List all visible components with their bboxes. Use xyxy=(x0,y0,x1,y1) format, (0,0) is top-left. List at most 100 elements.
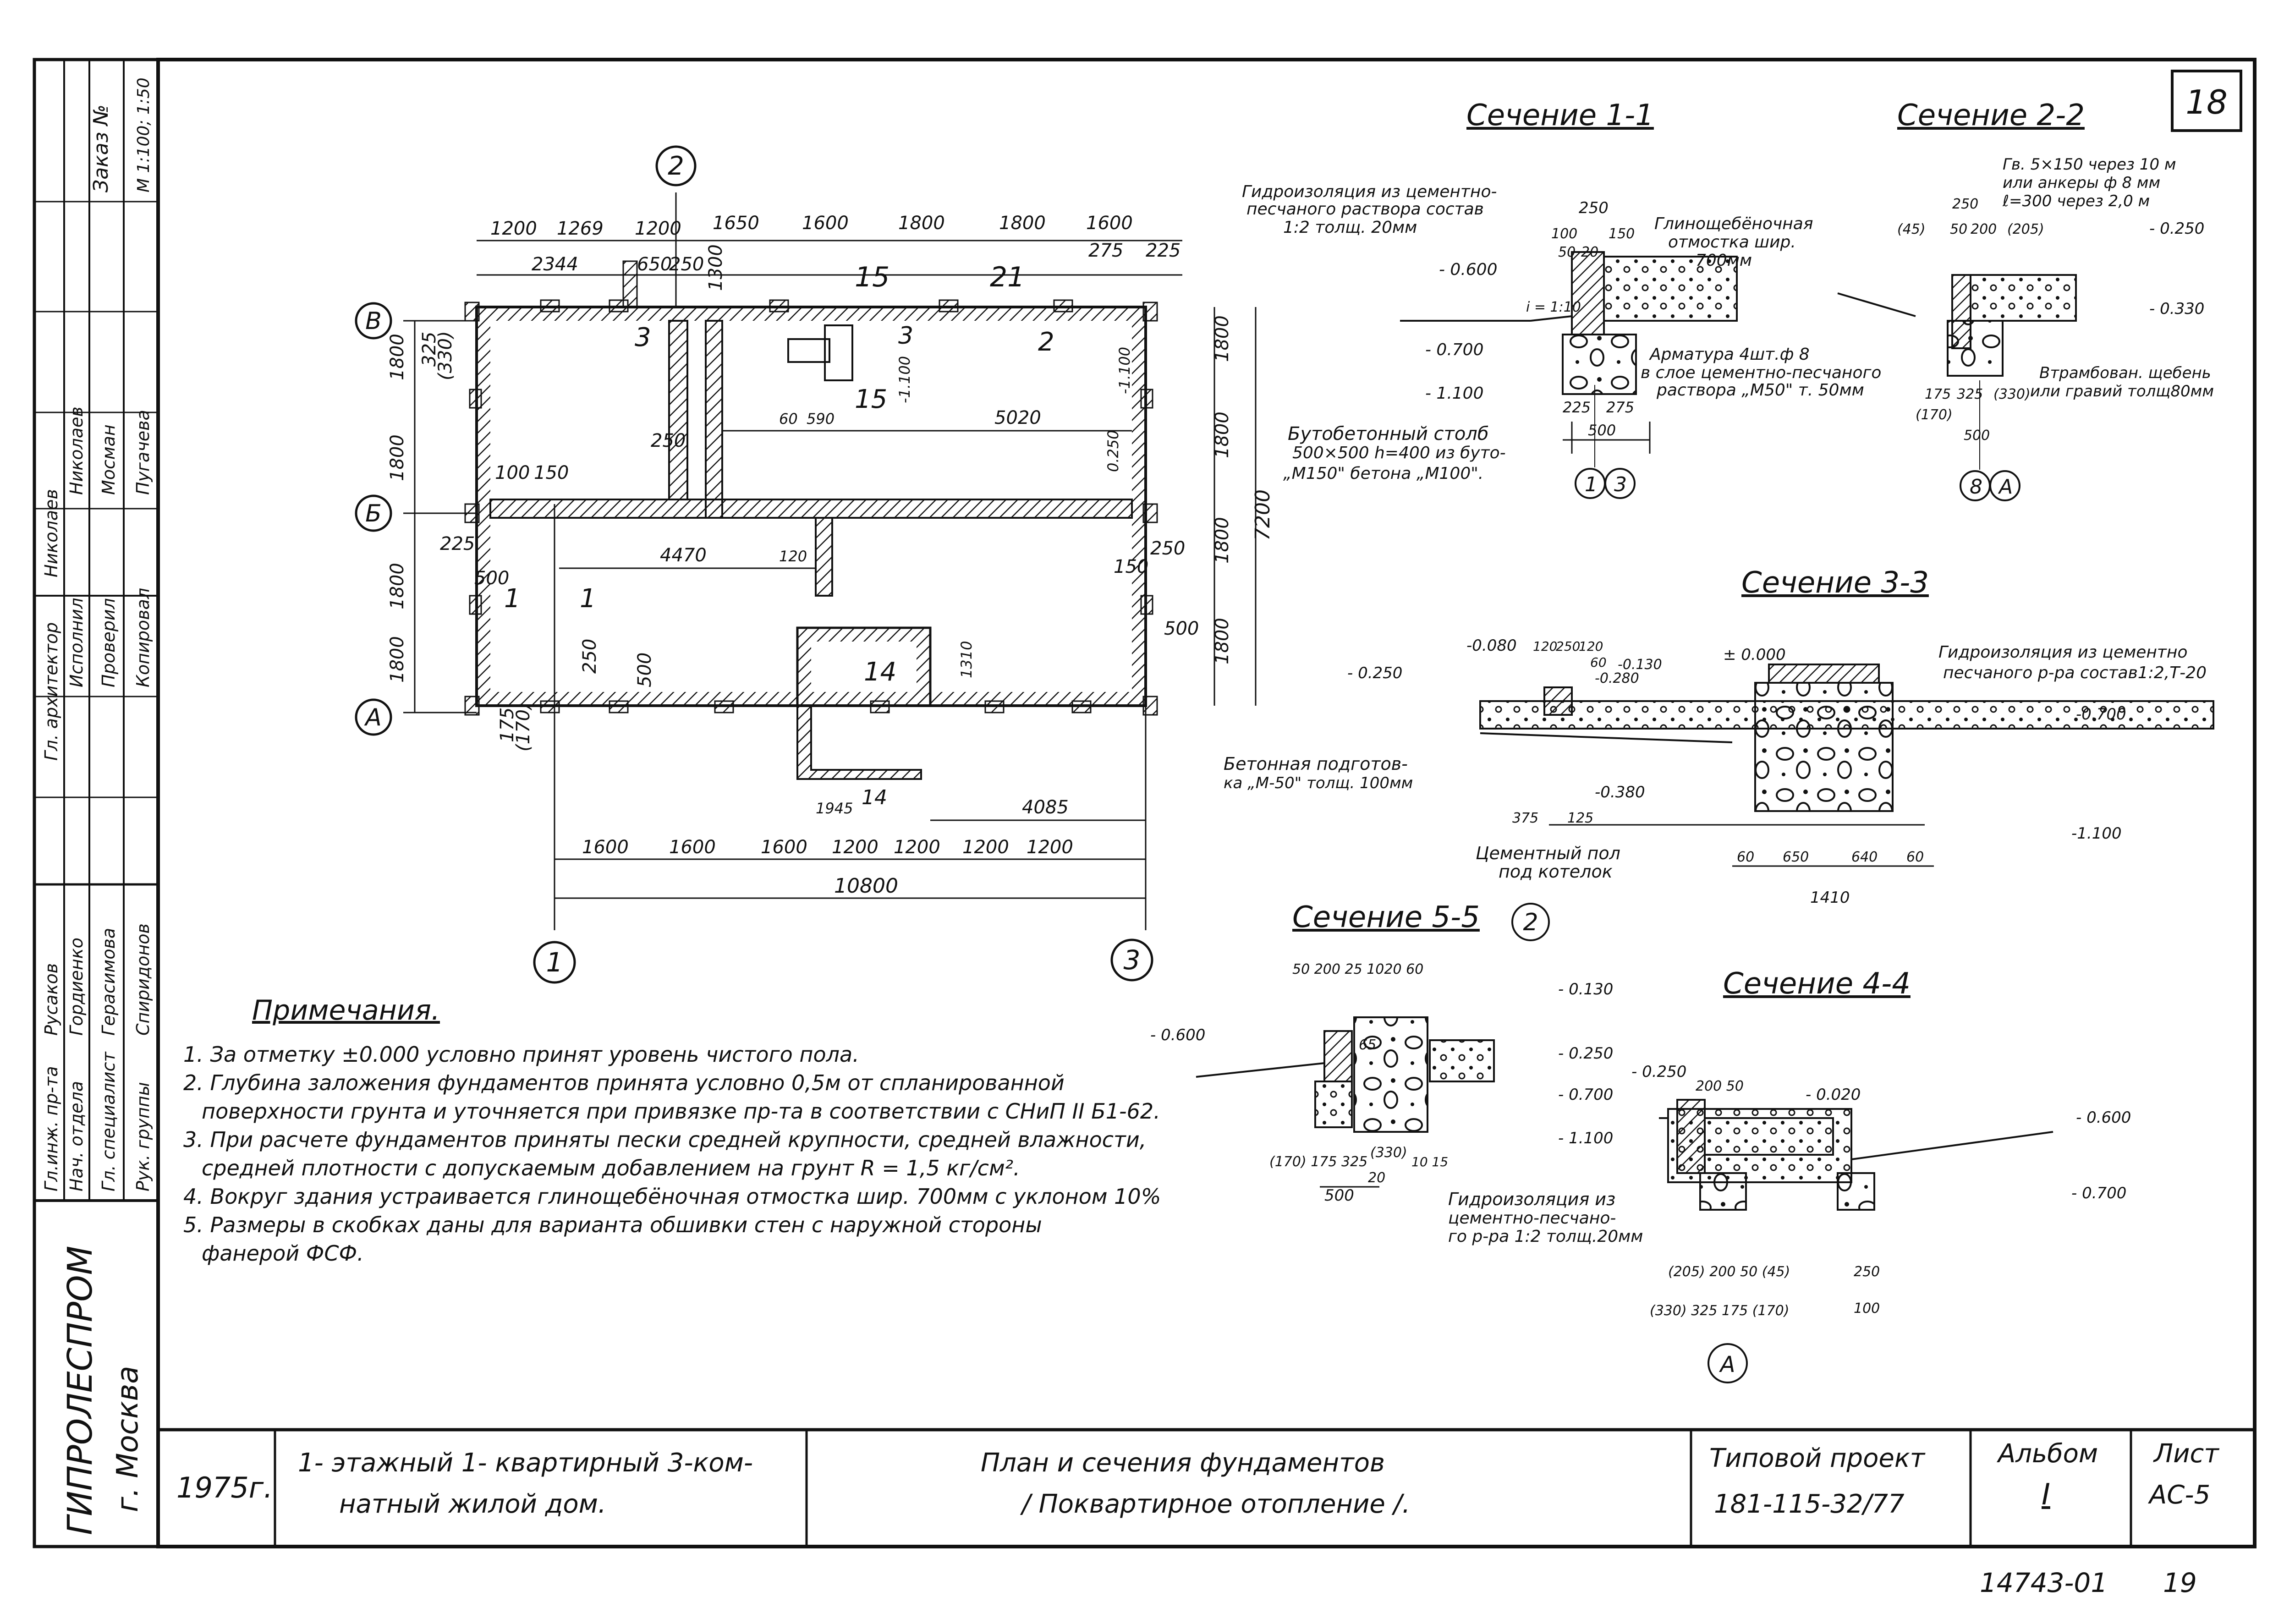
svg-text:275: 275 xyxy=(1088,240,1123,261)
svg-text:640: 640 xyxy=(1851,849,1878,865)
svg-text:Гл. специалист: Гл. специалист xyxy=(99,1051,119,1191)
svg-text:Арматура 4шт.ф 8: Арматура 4шт.ф 8 xyxy=(1649,345,1810,364)
svg-text:Проверил: Проверил xyxy=(99,598,119,687)
svg-text:(330): (330) xyxy=(1993,386,2031,402)
title-block-album-label: Альбом xyxy=(1998,1439,2098,1469)
svg-text:125: 125 xyxy=(1567,810,1593,826)
svg-text:1800: 1800 xyxy=(387,636,408,683)
svg-text:120: 120 xyxy=(1533,639,1557,654)
svg-text:2: 2 xyxy=(1038,327,1054,357)
title-block-year: 1975г. xyxy=(176,1471,273,1504)
svg-text:- 0.700: - 0.700 xyxy=(1425,340,1484,359)
svg-text:-0.080: -0.080 xyxy=(1466,636,1517,655)
section-3-3-labels: -0.080 - 0.250 -0.130 ± 0.000 -0.280 -0.… xyxy=(1224,636,2207,907)
svg-text:песчаного р-ра состав1:2,Т-20: песчаного р-ра состав1:2,Т-20 xyxy=(1943,664,2207,682)
note-item: 4. Вокруг здания устраивается глинощебён… xyxy=(183,1184,1161,1209)
section-4-4-labels: - 0.250 - 0.020 - 0.600 - 0.700 200 50 (… xyxy=(1631,1063,2131,1377)
svg-text:500: 500 xyxy=(1324,1186,1354,1205)
svg-text:(170): (170) xyxy=(513,702,534,752)
svg-text:Гл. архитектор: Гл. архитектор xyxy=(41,622,61,761)
svg-text:1310: 1310 xyxy=(958,641,975,678)
left-sidebar xyxy=(33,58,160,1548)
svg-text:1800: 1800 xyxy=(1212,517,1233,564)
svg-text:8: 8 xyxy=(1970,475,1982,499)
svg-text:А: А xyxy=(1998,475,2013,499)
svg-text:20: 20 xyxy=(1581,244,1598,260)
svg-text:Герасимова: Герасимова xyxy=(99,928,119,1036)
section-3-3-title: Сечение 3-3 xyxy=(1741,566,1929,600)
page-number: 19 xyxy=(2163,1567,2197,1598)
svg-text:15: 15 xyxy=(855,384,887,414)
svg-text:1300: 1300 xyxy=(705,244,726,291)
svg-text:120: 120 xyxy=(779,548,807,565)
svg-text:-1.100: -1.100 xyxy=(896,356,913,403)
svg-text:Бетонная подготов-: Бетонная подготов- xyxy=(1224,754,1408,774)
plan-left-dims: 1800 1800 1800 1800 325 (330) 225 500 17… xyxy=(387,331,534,752)
axis-3: 3 xyxy=(1124,944,1141,976)
svg-text:Заказ №: Заказ № xyxy=(89,104,113,192)
svg-text:цементно-песчано-: цементно-песчано- xyxy=(1448,1209,1616,1228)
svg-text:го р-ра 1:2 толщ.20мм: го р-ра 1:2 толщ.20мм xyxy=(1448,1227,1643,1246)
svg-text:50: 50 xyxy=(1558,244,1576,260)
plan-top-dims: 1200 1269 1200 1650 1600 1800 1800 1600 … xyxy=(490,213,1180,291)
svg-text:(45): (45) xyxy=(1897,221,1926,237)
svg-text:1:2 толщ. 20мм: 1:2 толщ. 20мм xyxy=(1283,218,1417,237)
svg-text:(170): (170) xyxy=(1916,407,1953,423)
svg-text:700мм: 700мм xyxy=(1696,251,1752,270)
svg-text:1800: 1800 xyxy=(999,213,1046,234)
svg-text:225: 225 xyxy=(1563,399,1591,416)
section-2-2 xyxy=(1837,274,2077,501)
svg-text:1600: 1600 xyxy=(1086,213,1133,234)
title-block-project-label: Типовой проект xyxy=(1709,1443,1925,1473)
svg-text:А: А xyxy=(1719,1352,1735,1377)
svg-text:7200: 7200 xyxy=(1251,489,1274,541)
svg-text:Рук. группы: Рук. группы xyxy=(133,1082,153,1191)
section-4-4-title: Сечение 4-4 xyxy=(1723,967,1911,1001)
svg-text:Спиридонов: Спиридонов xyxy=(133,923,153,1036)
svg-text:150: 150 xyxy=(1114,556,1148,577)
svg-text:Гидроизоляция из цементно-: Гидроизоляция из цементно- xyxy=(1242,182,1497,201)
plan-right-dims: 1800 1800 1800 1800 7200 500 250 150 xyxy=(1114,315,1274,664)
svg-text:(170) 175 325: (170) 175 325 xyxy=(1269,1154,1367,1170)
svg-text:раствора „М50" т. 50мм: раствора „М50" т. 50мм xyxy=(1656,381,1864,400)
svg-text:Николаев: Николаев xyxy=(41,489,61,577)
svg-text:250: 250 xyxy=(1150,538,1185,559)
svg-text:1945: 1945 xyxy=(816,800,853,817)
svg-text:0.250: 0.250 xyxy=(1104,430,1122,472)
svg-text:1: 1 xyxy=(504,584,521,614)
svg-text:50 200 25 1020 60: 50 200 25 1020 60 xyxy=(1292,961,1423,977)
svg-text:(330) 325 175 (170): (330) 325 175 (170) xyxy=(1650,1303,1789,1319)
svg-text:650: 650 xyxy=(637,254,672,275)
svg-text:500: 500 xyxy=(1164,618,1199,639)
note-item: 3. При расчете фундаментов приняты пески… xyxy=(183,1127,1147,1152)
svg-text:150: 150 xyxy=(1609,226,1635,242)
title-block-album-number: I xyxy=(2042,1478,2050,1512)
svg-text:- 0.600: - 0.600 xyxy=(1150,1026,1205,1044)
svg-text:1650: 1650 xyxy=(713,213,759,234)
title-block-project-number: 181-115-32/77 xyxy=(1714,1489,1905,1519)
svg-text:Гл.инж. пр-та: Гл.инж. пр-та xyxy=(41,1066,61,1191)
svg-text:(330): (330) xyxy=(1370,1145,1407,1161)
axis-1: 1 xyxy=(546,947,563,978)
section-1-1-labels: Гидроизоляция из цементно- песчаного рас… xyxy=(1242,182,1881,496)
svg-text:200 50: 200 50 xyxy=(1696,1078,1744,1094)
svg-text:60: 60 xyxy=(1590,655,1607,670)
svg-text:1410: 1410 xyxy=(1810,889,1850,907)
svg-text:или анкеры ф 8 мм: или анкеры ф 8 мм xyxy=(2003,174,2160,192)
note-item: 1. За отметку ±0.000 условно принят уров… xyxy=(183,1042,859,1067)
title-block-sheet-label: Лист xyxy=(2154,1439,2219,1469)
note-item: фанерой ФСФ. xyxy=(202,1241,364,1266)
archive-number: 14743-01 xyxy=(1980,1567,2108,1598)
svg-text:325: 325 xyxy=(1957,386,1983,402)
svg-text:ГИПРОЛЕСПРОМ: ГИПРОЛЕСПРОМ xyxy=(60,1245,100,1535)
svg-text:-1.100: -1.100 xyxy=(2071,824,2122,843)
svg-text:1600: 1600 xyxy=(761,837,807,858)
section-1-1 xyxy=(1400,251,1738,499)
section-1-1-title: Сечение 1-1 xyxy=(1466,99,1654,132)
svg-text:200: 200 xyxy=(1971,221,1997,237)
svg-text:3: 3 xyxy=(635,323,651,352)
title-block-title-line1: План и сечения фундаментов xyxy=(981,1448,1385,1478)
svg-text:- 0.250: - 0.250 xyxy=(1631,1063,1686,1081)
svg-text:1200: 1200 xyxy=(832,837,878,858)
